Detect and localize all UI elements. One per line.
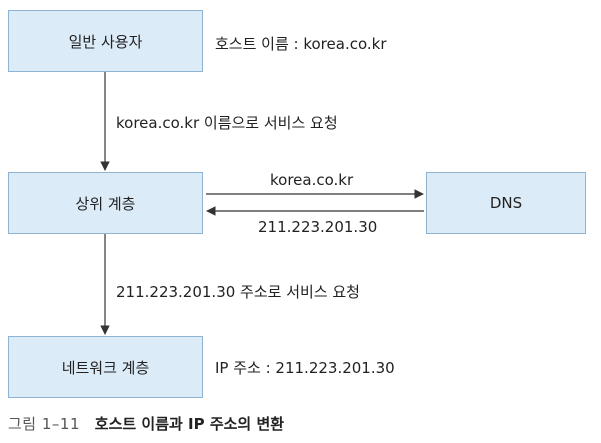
- request-by-name-label: korea.co.kr 이름으로 서비스 요청: [116, 114, 338, 132]
- node-user: 일반 사용자: [8, 10, 203, 72]
- request-by-ip-label: 211.223.201.30 주소로 서비스 요청: [116, 283, 360, 301]
- figure-title: 호스트 이름과 IP 주소의 변환: [94, 415, 285, 433]
- node-upper-layer-label: 상위 계층: [75, 194, 136, 213]
- dns-query-label: korea.co.kr: [270, 171, 354, 189]
- figure-number: 그림 1–11: [8, 415, 80, 433]
- node-upper-layer: 상위 계층: [8, 172, 203, 234]
- host-name-label: 호스트 이름 : korea.co.kr: [215, 35, 387, 53]
- dns-response-label: 211.223.201.30: [258, 218, 378, 236]
- node-dns-label: DNS: [489, 194, 523, 212]
- node-dns: DNS: [426, 172, 586, 234]
- figure-caption: 그림 1–11 호스트 이름과 IP 주소의 변환: [8, 413, 284, 434]
- node-user-label: 일반 사용자: [68, 32, 143, 51]
- node-network-layer: 네트워크 계층: [8, 336, 203, 398]
- node-network-layer-label: 네트워크 계층: [61, 358, 150, 377]
- ip-address-label: IP 주소 : 211.223.201.30: [215, 359, 395, 377]
